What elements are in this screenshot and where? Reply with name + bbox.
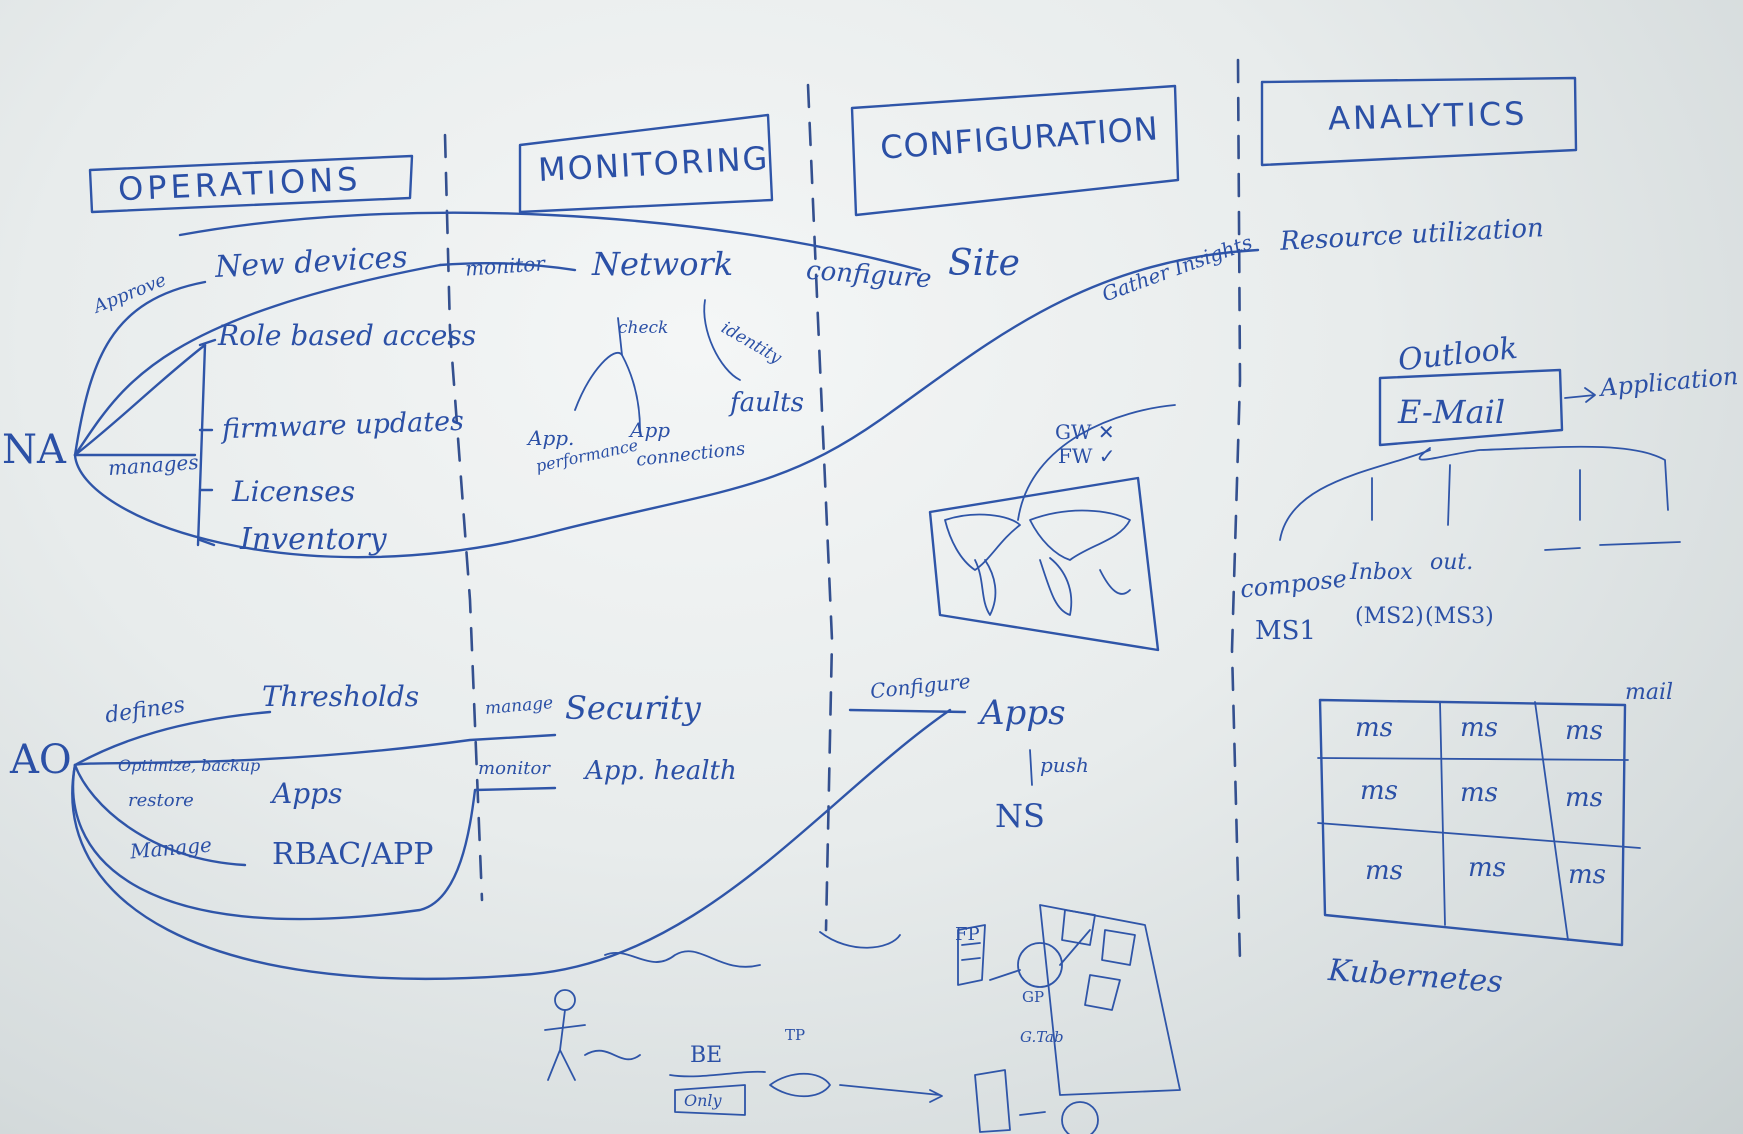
only-label: Only — [684, 1091, 722, 1110]
gw-label: GW ✕ — [1055, 420, 1115, 444]
check-label: check — [618, 318, 669, 338]
grid-cell: ms — [1565, 716, 1603, 746]
grid-cell: ms — [1460, 713, 1498, 743]
gp-label: GP — [1022, 988, 1045, 1006]
grid-cell: ms — [1565, 783, 1603, 813]
rbac-app-label: RBAC/APP — [272, 837, 434, 872]
thresholds-label: Thresholds — [262, 680, 420, 713]
app-health-label: App. health — [585, 756, 737, 786]
divider-conf-ana — [1230, 58, 1242, 962]
world-map-frame — [928, 476, 1160, 652]
ms3-label: (MS3) — [1425, 604, 1494, 629]
analytics-header: ANALYTICS — [1327, 94, 1528, 138]
tp-label: TP — [785, 1026, 806, 1044]
out-label: out. — [1430, 550, 1474, 575]
ao-outer-curve — [71, 708, 952, 980]
licenses-label: Licenses — [232, 475, 356, 508]
optimize-backup-label: Optimize, backup — [118, 756, 261, 775]
grid-cell: ms — [1568, 860, 1606, 890]
fw-label: FW ✓ — [1058, 444, 1116, 468]
na-top-arc — [178, 211, 922, 272]
na-items-bracket — [196, 343, 207, 547]
faults-label: faults — [730, 388, 804, 418]
map-pointer-line — [1017, 404, 1176, 521]
manage-label: Manage — [129, 832, 213, 864]
role-based-access-label: Role based access — [218, 319, 477, 352]
grid-cell: ms — [1365, 856, 1403, 886]
ao-lower-curve — [71, 763, 557, 921]
security-label: Security — [565, 689, 701, 727]
na-lower-curve — [73, 248, 1260, 559]
divider-mon-conf — [806, 83, 834, 932]
operations-header: OPERATIONS — [117, 159, 363, 209]
na-approve-line — [73, 280, 207, 457]
be-label: BE — [690, 1043, 723, 1068]
monitoring-box — [518, 113, 774, 214]
ns-label: NS — [995, 797, 1045, 835]
site-label: Site — [948, 243, 1020, 284]
analytics-box — [1260, 76, 1578, 167]
ao-label: AO — [10, 737, 72, 783]
network-label: Network — [592, 245, 734, 283]
operations-box — [88, 154, 414, 214]
app-conn-label-1: App — [630, 418, 671, 442]
ops-apps-label: Apps — [272, 777, 343, 810]
app-perf-label-1: App. — [528, 426, 575, 450]
push-label: push — [1040, 753, 1089, 777]
configuration-box — [850, 84, 1180, 217]
grid-cell: ms — [1468, 853, 1506, 883]
grid-cell: ms — [1355, 713, 1393, 743]
ms-grid-frame — [1318, 698, 1627, 947]
manages-label: manages — [107, 449, 200, 481]
grid-cell: ms — [1460, 778, 1498, 808]
ms2-label: (MS2) — [1355, 604, 1424, 629]
inbox-label: Inbox — [1350, 560, 1413, 585]
na-outer-line — [73, 263, 442, 457]
email-box — [1378, 368, 1564, 447]
ao-defines-line — [73, 710, 272, 767]
monitor-health-label: monitor — [478, 758, 550, 779]
grid-cell: ms — [1360, 776, 1398, 806]
fp-label: FP — [955, 924, 980, 945]
ms1-label: MS1 — [1255, 616, 1316, 646]
divider-ops-mon — [443, 133, 484, 902]
email-label: E-Mail — [1398, 393, 1506, 431]
gtab-label: G.Tab — [1020, 1028, 1064, 1046]
inventory-label: Inventory — [240, 522, 387, 557]
mail-label: mail — [1625, 680, 1674, 705]
na-label: NA — [2, 427, 66, 473]
conf-apps-label: Apps — [980, 693, 1066, 733]
restore-label: restore — [128, 790, 194, 811]
monitor-label: monitor — [464, 251, 546, 281]
firmware-updates-label: firmware updates — [221, 405, 465, 446]
